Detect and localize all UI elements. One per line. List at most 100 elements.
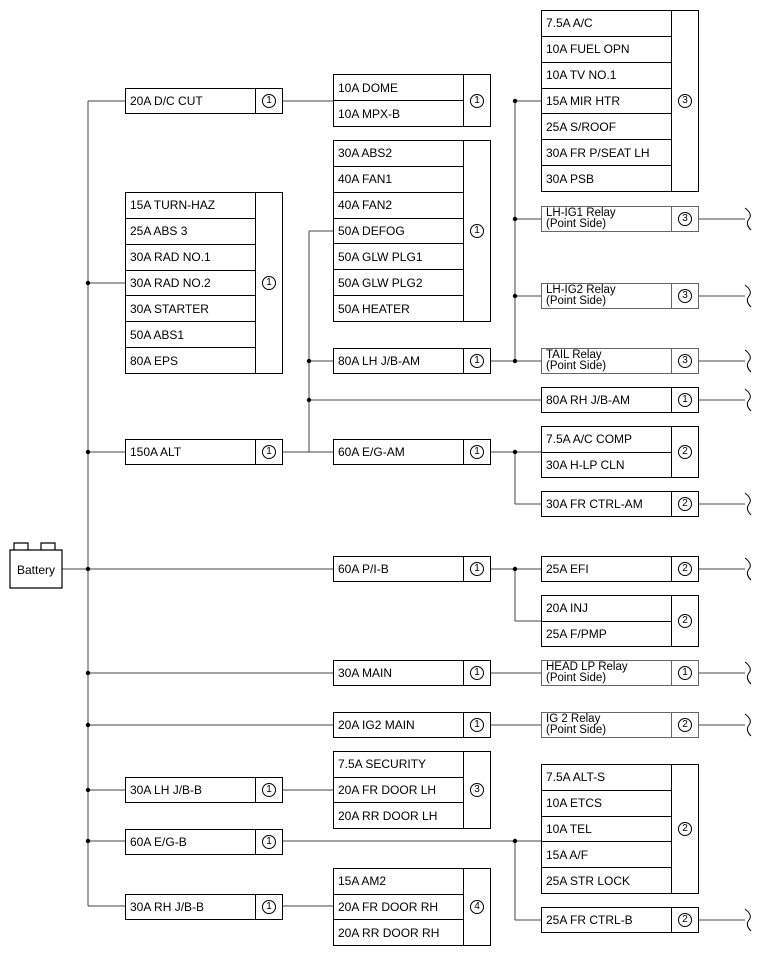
- fuse-label: 30A MAIN: [338, 666, 393, 680]
- relay-name: TAIL Relay: [546, 349, 602, 361]
- fuse-label: 15A A/F: [542, 841, 671, 867]
- fuse-label: 20A RR DOOR RH: [334, 919, 463, 945]
- fuse-group-ac-comp: 7.5A A/C COMP 30A H-LP CLN 2: [541, 426, 699, 478]
- connector-number-cell: 3: [463, 752, 490, 828]
- continuation-break-mark: [744, 713, 752, 737]
- relay-lh-ig1: LH-IG1 Relay(Point Side)3: [541, 206, 699, 232]
- connector-number-badge: 3: [678, 94, 692, 108]
- connector-number-cell: 2: [671, 713, 698, 737]
- fuse-label: 80A RH J/B-AM: [546, 393, 631, 407]
- continuation-break-mark: [744, 908, 752, 932]
- fuse-label: 80A EPS: [126, 347, 255, 373]
- fuse-label: 30A H-LP CLN: [542, 451, 671, 478]
- connector-number-badge: 3: [470, 783, 484, 797]
- connector-number-badge: 2: [678, 718, 692, 732]
- junction-dot: [85, 787, 91, 793]
- fuse-label: 25A S/ROOF: [542, 113, 671, 139]
- fuse-30a-main: 30A MAIN 1: [333, 660, 491, 686]
- connector-number-cell: 2: [671, 427, 698, 477]
- connector-number-badge: 1: [470, 562, 484, 576]
- connector-number-badge: 4: [470, 900, 484, 914]
- connector-number-cell: 1: [255, 830, 282, 854]
- connector-number-cell: 1: [255, 193, 282, 373]
- fuse-label: 15A AM2: [338, 874, 387, 889]
- fuse-label: 30A RAD NO.2: [126, 269, 255, 296]
- connector-number-badge: 1: [262, 445, 276, 459]
- connector-number-cell: 1: [463, 557, 490, 581]
- fuse-80a-rh-jb-am: 80A RH J/B-AM 1: [541, 387, 699, 413]
- fuse-label: 7.5A A/C: [546, 16, 593, 31]
- fuse-label: 10A ETCS: [542, 789, 671, 816]
- connector-number-badge: 1: [262, 276, 276, 290]
- fuse-label: 80A LH J/B-AM: [338, 354, 421, 368]
- relay-lh-ig2: LH-IG2 Relay(Point Side)3: [541, 283, 699, 309]
- fuse-label: 30A RH J/B-B: [130, 900, 205, 914]
- junction-dot: [512, 98, 518, 104]
- connector-number-badge: 1: [262, 783, 276, 797]
- relay-name: LH-IG2 Relay: [546, 284, 616, 296]
- fuse-label: 25A FR CTRL-B: [546, 913, 633, 927]
- fuse-30a-rh-jb-b: 30A RH J/B-B 1: [125, 894, 283, 920]
- connector-number-badge: 1: [470, 93, 484, 108]
- relay-side: (Point Side): [546, 360, 607, 372]
- fuse-label: 25A ABS 3: [126, 217, 255, 244]
- continuation-break-mark: [744, 492, 752, 516]
- fuse-label: 30A ABS2: [338, 146, 393, 161]
- fuse-label: 50A HEATER: [334, 295, 463, 321]
- fuse-label: 7.5A ALT-S: [546, 770, 606, 785]
- fuse-label: 25A EFI: [546, 562, 589, 576]
- connector-number-badge: 3: [678, 354, 692, 368]
- continuation-break-mark: [744, 388, 752, 412]
- connector-number-badge: 2: [678, 445, 692, 459]
- connector-number-badge: 1: [262, 900, 276, 914]
- connector-number-badge: 2: [678, 497, 692, 511]
- fuse-label: 15A MIR HTR: [542, 87, 671, 114]
- fuse-150a-alt: 150A ALT 1: [125, 439, 283, 465]
- junction-dot: [85, 838, 91, 844]
- fuse-label: 25A F/PMP: [542, 620, 671, 647]
- connector-number-cell: 1: [671, 388, 698, 412]
- fuse-label: 20A INJ: [546, 601, 589, 616]
- fuse-label: 10A FUEL OPN: [542, 35, 671, 62]
- fuse-label: 150A ALT: [130, 445, 182, 459]
- fuse-label: 15A TURN-HAZ: [130, 198, 216, 213]
- connector-number-badge: 1: [262, 94, 276, 108]
- fuse-label: 20A FR DOOR RH: [334, 893, 463, 920]
- connector-number-cell: 2: [671, 596, 698, 646]
- relay-label: IG 2 Relay(Point Side): [542, 713, 671, 737]
- fuse-label: 30A PSB: [542, 165, 671, 191]
- fuse-label: 7.5A A/C COMP: [546, 432, 633, 447]
- connector-number-cell: 1: [463, 661, 490, 685]
- connector-number-cell: 1: [463, 349, 490, 373]
- fuse-label: 10A TV NO.1: [542, 61, 671, 88]
- fuse-label: 7.5A SECURITY: [338, 757, 427, 772]
- junction-dot: [85, 670, 91, 676]
- connector-number-cell: 2: [671, 492, 698, 516]
- continuation-break-mark: [744, 349, 752, 373]
- fuse-label: 10A TEL: [542, 815, 671, 842]
- fuse-label: 20A IG2 MAIN: [338, 718, 415, 732]
- relay-name: HEAD LP Relay: [546, 661, 628, 673]
- junction-dot: [85, 449, 91, 455]
- fuse-label: 30A STARTER: [126, 295, 255, 321]
- connector-number-badge: 3: [678, 212, 692, 226]
- connector-number-cell: 3: [671, 11, 698, 191]
- connector-number-cell: 3: [671, 207, 698, 231]
- connector-number-badge: 1: [470, 445, 484, 459]
- relay-side: (Point Side): [546, 672, 607, 684]
- connector-number-cell: 3: [671, 349, 698, 373]
- relay-label: LH-IG2 Relay(Point Side): [542, 284, 671, 308]
- junction-dot: [85, 722, 91, 728]
